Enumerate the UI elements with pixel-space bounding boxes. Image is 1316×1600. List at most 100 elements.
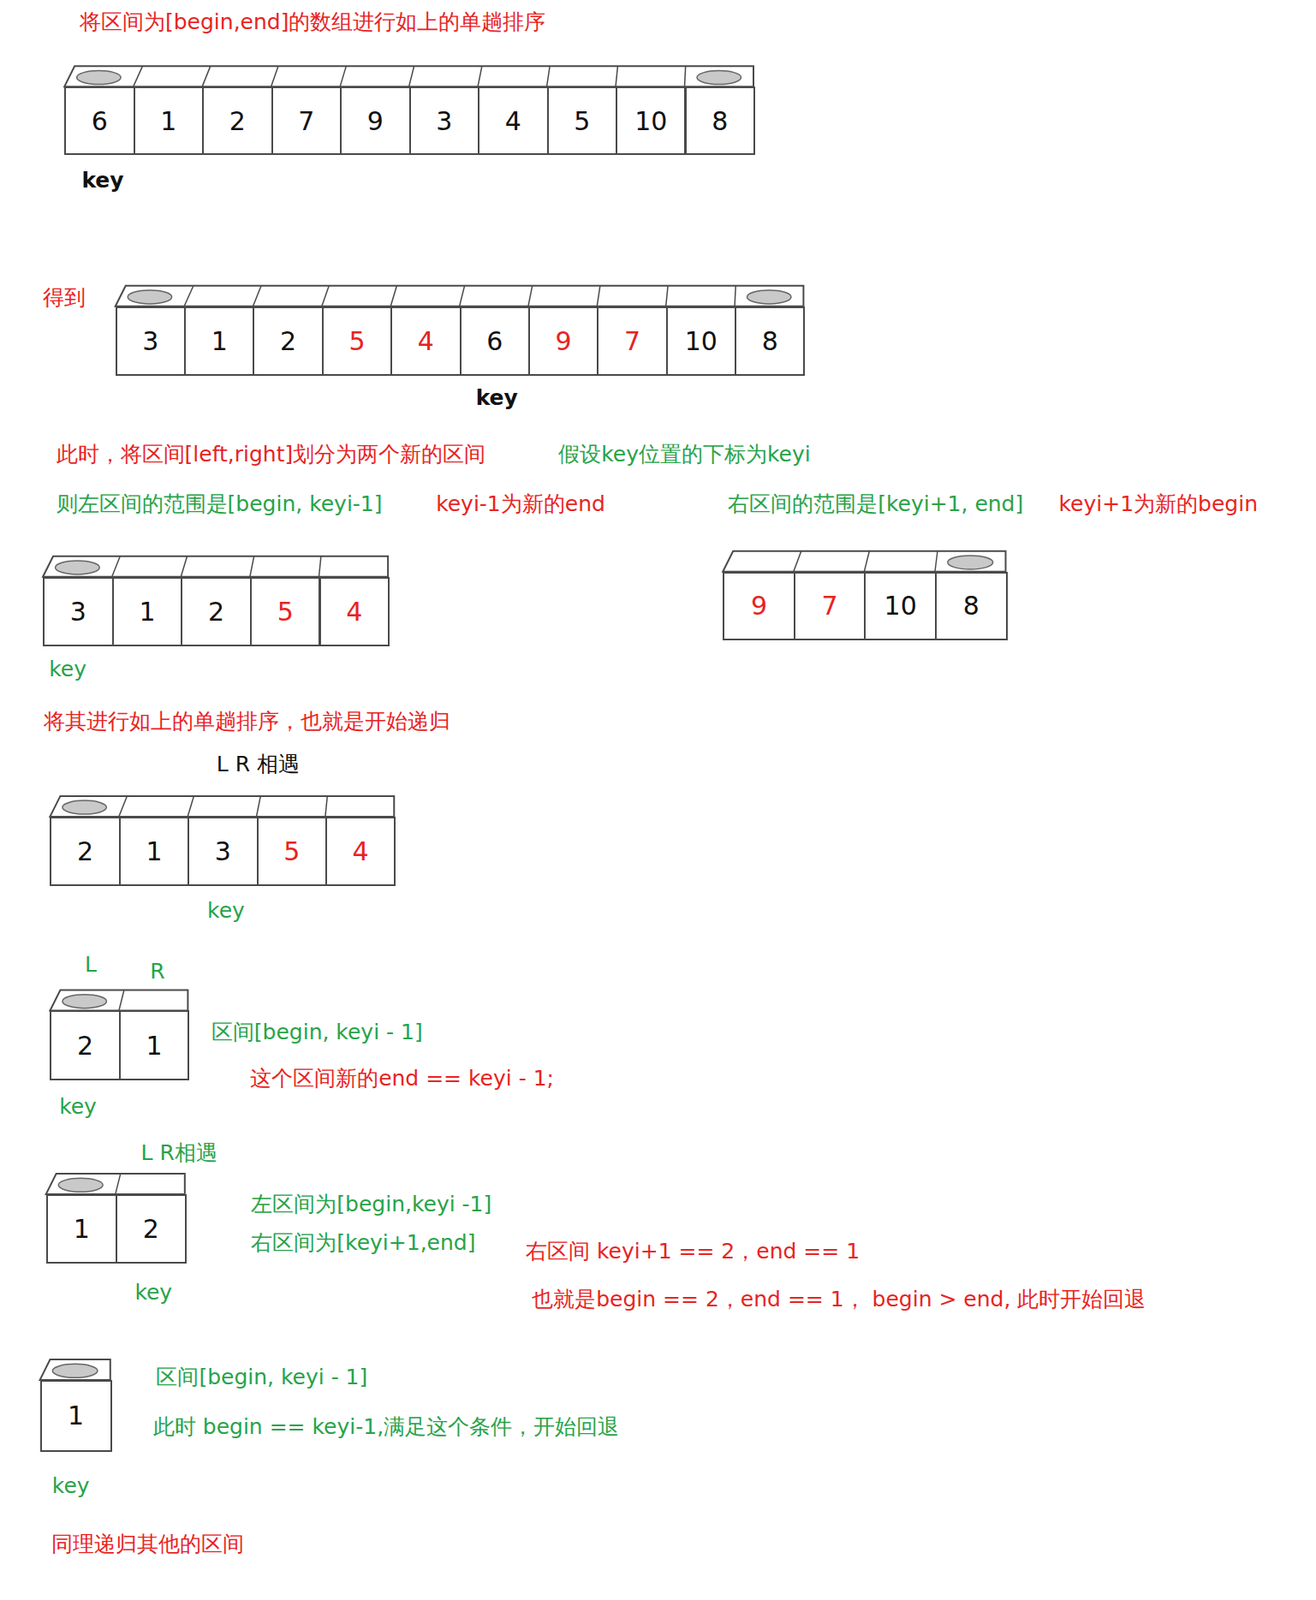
array-top-divider: [271, 65, 279, 87]
array-cell: 1: [119, 816, 190, 887]
cell-value: 1: [138, 596, 155, 627]
key-marker: key: [134, 1280, 173, 1306]
cell-value: 8: [963, 590, 980, 621]
array-cell: 2: [115, 1194, 187, 1264]
array-cell: 10: [615, 86, 686, 155]
array-cell: 7: [793, 571, 867, 641]
cell-value: 3: [70, 596, 87, 627]
array-cell: 9: [528, 306, 599, 376]
cell-value: 1: [211, 326, 228, 357]
array-cell: 5: [547, 86, 618, 155]
cell-value: 2: [142, 1214, 160, 1245]
array-cell: 2: [180, 577, 252, 647]
array-top-divider: [250, 556, 255, 578]
cell-value: 3: [142, 326, 159, 357]
array-top-divider: [615, 65, 618, 87]
array-top-divider: [684, 65, 686, 87]
array-top-divider: [339, 65, 346, 87]
annotation: 此时 begin == keyi-1,满足这个条件，开始回退: [153, 1414, 620, 1441]
cell-value: 9: [750, 590, 768, 621]
array-top-face: [49, 989, 188, 1011]
array-cell: 1: [133, 86, 204, 155]
array-cell: 1: [112, 577, 184, 647]
array-top-divider: [187, 796, 194, 817]
array-top-divider: [390, 285, 397, 307]
array-top-divider: [112, 556, 121, 578]
pointer-hand: [52, 1363, 98, 1378]
array-top-divider: [202, 65, 211, 87]
annotation: 同理递归其他的区间: [51, 1531, 245, 1558]
array-top: [64, 65, 754, 87]
array-cell: 1: [46, 1194, 118, 1264]
array-cell: 9: [722, 571, 796, 641]
cell-value: 10: [884, 590, 918, 621]
annotation: 则左区间的范围是[begin, keyi-1]: [56, 491, 383, 518]
annotation: L R 相遇: [216, 751, 300, 778]
array-top-divider: [180, 556, 187, 578]
array-top-divider: [596, 285, 601, 307]
annotation: R: [149, 958, 165, 985]
cell-value: 8: [762, 326, 779, 357]
array-cell: 10: [863, 571, 937, 641]
pointer-hand: [62, 994, 108, 1009]
cell-value: 4: [505, 106, 522, 137]
array-top: [46, 1173, 185, 1195]
array-top-divider: [863, 551, 870, 572]
cell-value: 5: [573, 106, 590, 137]
array-cell: 5: [256, 816, 328, 887]
annotation: 右区间为[keyi+1,end]: [250, 1230, 476, 1257]
array-top-divider: [459, 285, 465, 307]
cell-value: 7: [624, 326, 641, 357]
annotation: 将区间为[begin,end]的数组进行如上的单趟排序: [79, 9, 546, 36]
cell-value: 6: [486, 326, 503, 357]
array-top-divider: [115, 1173, 121, 1195]
annotation: 此时，将区间[left,right]划分为两个新的区间: [56, 441, 487, 468]
pointer-hand: [58, 1178, 103, 1192]
cell-value: 2: [229, 106, 246, 137]
array-top-divider: [133, 65, 143, 87]
cell-value: 1: [160, 106, 177, 137]
key-marker: key: [81, 167, 124, 194]
array-top-divider: [321, 285, 329, 307]
array-top-face: [115, 285, 804, 307]
annotation: 得到: [42, 285, 86, 311]
array-top: [42, 556, 388, 578]
array-top-face: [49, 796, 394, 817]
array-cell: 7: [271, 86, 342, 155]
key-marker: key: [207, 898, 245, 924]
array-top-divider: [319, 556, 322, 578]
key-marker: key: [59, 1094, 97, 1120]
cell-value: 10: [684, 326, 718, 357]
pointer-hand: [127, 290, 172, 304]
array-top: [49, 796, 394, 817]
array-cell: 4: [390, 306, 461, 376]
annotation: 区间[begin, keyi - 1]: [211, 1019, 423, 1046]
annotation: 右区间 keyi+1 == 2，end == 1: [525, 1238, 860, 1265]
cell-value: 7: [821, 590, 839, 621]
cell-value: 2: [208, 596, 225, 627]
key-marker: key: [48, 656, 87, 683]
pointer-hand: [947, 555, 994, 570]
cell-value: 8: [711, 106, 728, 137]
cell-value: 6: [91, 106, 108, 137]
cell-value: 1: [67, 1400, 84, 1431]
array-top-divider: [409, 65, 415, 87]
cell-value: 7: [297, 106, 315, 137]
array-cell: 7: [596, 306, 667, 376]
array-top-divider: [119, 989, 125, 1011]
cell-value: 4: [345, 596, 363, 627]
cell-value: 1: [73, 1214, 90, 1245]
array-top-divider: [547, 65, 551, 87]
array-cell: 2: [202, 86, 273, 155]
annotation: 假设key位置的下标为keyi: [558, 441, 810, 468]
pointer-hand: [747, 290, 792, 304]
cell-value: 4: [417, 326, 435, 357]
pointer-hand: [62, 800, 107, 815]
array-cell: 3: [42, 577, 114, 647]
pointer-hand: [77, 71, 122, 85]
array-cell: 5: [250, 577, 322, 647]
cell-value: 4: [352, 836, 370, 867]
array-top-face: [40, 1359, 111, 1381]
